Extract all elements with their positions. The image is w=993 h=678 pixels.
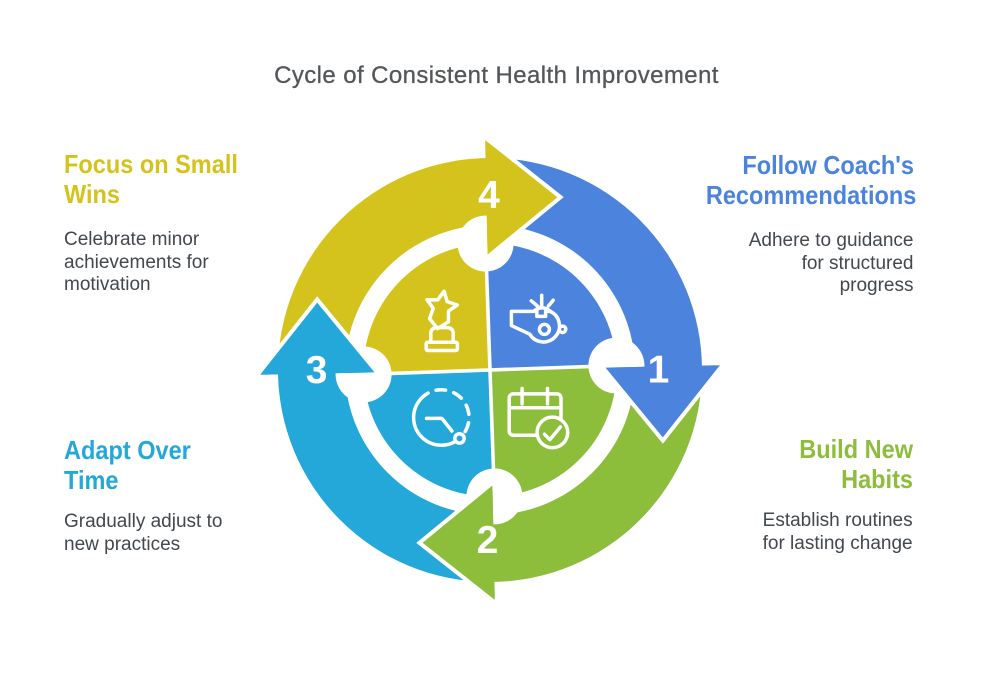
step-label-follow-coachs-recommendations: Follow Coach's Recommendations Adhere to… (684, 150, 916, 298)
arrowhead-yellow (485, 140, 558, 255)
whistle-icon (509, 293, 568, 344)
step-description: Gradually adjust to new practices (64, 511, 223, 555)
step-description: Adhere to guidance for structured progre… (748, 230, 914, 297)
whistle-ray-right (546, 298, 555, 308)
calendar-check-icon (507, 386, 570, 450)
step-heading: Focus on Small Wins (64, 149, 238, 209)
step-number-2: 2 (477, 519, 499, 562)
trophy-star-icon (424, 289, 460, 353)
step-description: Celebrate minor achievements for motivat… (64, 229, 209, 296)
cycle-arrowheads (256, 136, 724, 604)
step-number-1: 1 (648, 349, 670, 392)
step-number-4: 4 (478, 174, 500, 217)
clock-hands (424, 416, 454, 433)
quadrant-top-right (485, 243, 617, 370)
step-description: Establish routines for lasting change (762, 510, 913, 554)
arrowhead-cyan (260, 302, 375, 375)
step-heading: Build New Habits (798, 434, 913, 494)
step-label-adapt-over-time: Adapt Over Time Gradually adjust to new … (64, 435, 294, 556)
trophy-base (424, 340, 460, 353)
step-label-focus-on-small-wins: Focus on Small Wins Celebrate minor achi… (64, 149, 294, 297)
whistle-burst-arc (532, 306, 552, 313)
quadrant-gap-vertical (483, 243, 497, 497)
page-title: Cycle of Consistent Health Improvement (274, 62, 719, 89)
calendar-check-circle (535, 415, 570, 450)
clock-dashed-arc (418, 388, 471, 442)
clock-knob (453, 431, 466, 445)
whistle-ray-left (529, 299, 540, 309)
clock-solid-arc (411, 397, 462, 447)
whistle-hole (537, 322, 552, 337)
cycle-quadrant-disk (363, 243, 617, 497)
trophy-dome (429, 325, 455, 345)
clock-icon (411, 388, 471, 447)
step-number-3: 3 (306, 349, 328, 392)
calendar-body (507, 392, 563, 437)
calendar-check-mark (542, 425, 563, 442)
step-heading: Adapt Over Time (64, 435, 191, 495)
quadrant-icons (411, 289, 570, 450)
arrowhead-green (422, 485, 495, 600)
quadrant-bottom-left (363, 370, 495, 497)
step-heading: Follow Coach's Recommendations (705, 150, 916, 210)
step-label-build-new-habits: Build New Habits Establish routines for … (683, 434, 913, 555)
step-numbers: 1 2 3 4 (306, 174, 670, 562)
arrowhead-blue (605, 365, 720, 438)
